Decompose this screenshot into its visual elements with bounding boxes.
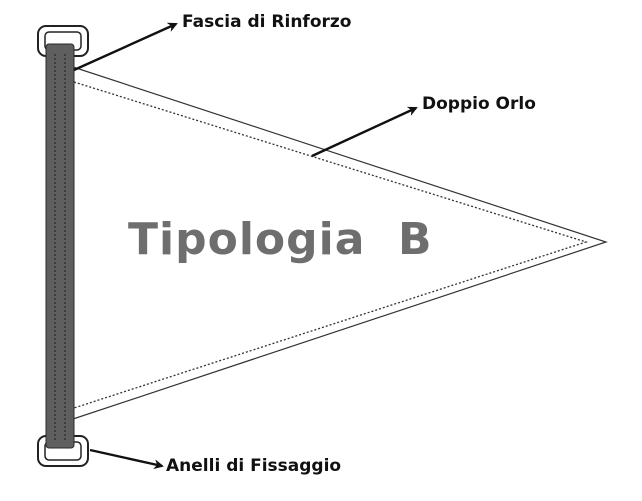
type-title: Tipologia B xyxy=(128,214,433,265)
double-hem-stitching xyxy=(73,81,589,409)
reinforcement-band xyxy=(45,43,75,449)
double-hem-label: Doppio Orlo xyxy=(422,94,536,114)
reinforcement-band-label: Fascia di Rinforzo xyxy=(182,12,352,32)
reinforcement-arrow xyxy=(73,22,178,72)
fixing-rings-label: Anelli di Fissaggio xyxy=(166,456,342,476)
hem-arrow xyxy=(311,106,418,158)
rings-arrow xyxy=(89,448,164,470)
